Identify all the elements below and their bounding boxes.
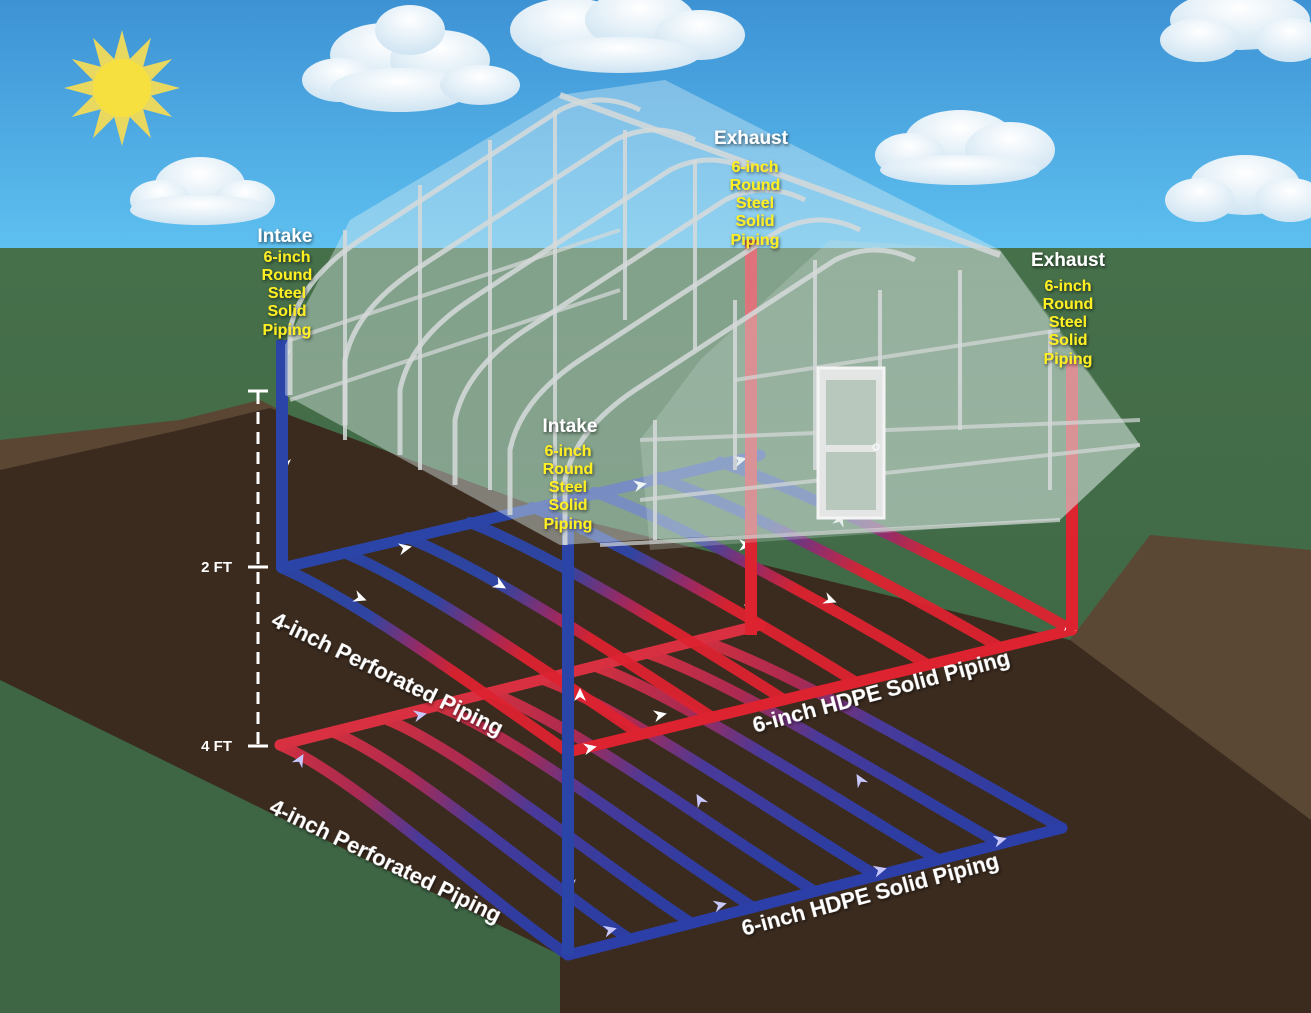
flow-arrow-icon xyxy=(602,925,617,938)
callout-line: Round xyxy=(1043,296,1094,313)
callout-line: Round xyxy=(543,461,594,478)
flow-arrow-icon xyxy=(291,753,304,769)
lower-pipe-layer xyxy=(274,619,1068,961)
flow-arrow-icon xyxy=(822,592,837,604)
perforated-pipe-run xyxy=(484,687,821,897)
greenhouse-rail xyxy=(599,518,1061,547)
perforated-pipe-run xyxy=(339,547,646,741)
cloud xyxy=(510,0,745,73)
perforated-pipe-run xyxy=(276,562,574,758)
callout-heading: Intake xyxy=(258,226,313,247)
cloud xyxy=(1165,155,1311,222)
cloud xyxy=(130,157,275,225)
greenhouse-arch xyxy=(397,157,752,455)
intake-riser-center xyxy=(562,525,574,955)
callout-line: Piping xyxy=(1044,351,1093,368)
cloud xyxy=(875,110,1055,185)
perforated-pipe-run xyxy=(274,739,574,961)
callout-exhaust-center: Exhaust 6-inch Round Steel Solid Piping xyxy=(714,128,789,249)
perforated-pipe-run xyxy=(589,660,944,866)
cloud xyxy=(302,5,520,112)
greenhouse-rail xyxy=(289,288,621,402)
callout-line: 6-inch xyxy=(1044,278,1091,295)
depth-tick-2ft: 2 FT xyxy=(201,559,232,576)
callout-line: Solid xyxy=(735,213,774,230)
callout-line: Steel xyxy=(1049,314,1087,331)
door-window-top xyxy=(826,380,876,445)
perforated-pipe-run xyxy=(401,532,718,723)
flow-arrow-icon xyxy=(712,900,727,913)
callout-line: Round xyxy=(262,267,313,284)
flow-arrow-icon xyxy=(491,576,507,589)
callout-intake-center: Intake 6-inch Round Steel Solid Piping xyxy=(543,416,598,533)
greenhouse-rail xyxy=(639,443,1141,502)
flow-arrow-icon xyxy=(412,710,427,723)
depth-scale: 2 FT 4 FT xyxy=(201,389,268,755)
callout-intake-left: Intake 6-inch Round Steel Solid Piping xyxy=(258,226,313,339)
callout-heading: Exhaust xyxy=(714,128,789,149)
flow-arrow-icon xyxy=(582,743,597,756)
sun-icon xyxy=(64,30,180,146)
flow-arrow-icon xyxy=(574,688,586,701)
flow-arrow-icon xyxy=(696,793,709,809)
greenhouse-arch xyxy=(452,187,807,485)
door-window-bottom xyxy=(826,452,876,510)
callout-line: Steel xyxy=(268,285,306,302)
flow-arrow-icon xyxy=(872,865,887,878)
greenhouse-rail xyxy=(289,228,621,342)
door-handle xyxy=(872,443,880,451)
header-pipe xyxy=(274,619,766,751)
perforated-pipe-run xyxy=(432,700,759,913)
perforated-pipe-run xyxy=(642,647,1006,850)
flow-arrow-icon xyxy=(352,590,367,602)
callout-heading: Intake xyxy=(543,416,598,437)
flow-arrow-icon xyxy=(992,835,1007,848)
greenhouse-arch xyxy=(562,247,917,545)
callout-line: 6-inch xyxy=(263,249,310,266)
perforated-pipe-run xyxy=(464,517,790,706)
greenhouse-rail xyxy=(734,328,1061,382)
callout-exhaust-right: Exhaust 6-inch Round Steel Solid Piping xyxy=(1031,250,1106,368)
greenhouse-end-wall xyxy=(640,240,1140,550)
callout-line: Solid xyxy=(1048,332,1087,349)
callout-line: Piping xyxy=(731,232,780,249)
flow-arrow-icon xyxy=(397,543,412,556)
grass-foreground xyxy=(0,680,560,1013)
callout-heading: Exhaust xyxy=(1031,250,1106,271)
greenhouse-rail xyxy=(639,418,1141,442)
greenhouse-arch xyxy=(287,97,642,395)
callout-line: Round xyxy=(730,177,781,194)
flow-arrow-icon xyxy=(652,710,667,723)
callout-line: Piping xyxy=(263,322,312,339)
callout-line: Steel xyxy=(549,479,587,496)
callout-line: Solid xyxy=(548,497,587,514)
sun-disc xyxy=(93,59,151,117)
depth-tick-4ft: 4 FT xyxy=(201,738,232,755)
flow-arrow-icon xyxy=(856,773,869,789)
greenhouse xyxy=(285,80,1141,550)
greenhouse-ridge xyxy=(558,92,1002,258)
callout-line: Piping xyxy=(544,516,593,533)
greenhouse-arch xyxy=(507,217,862,515)
intake-riser-left xyxy=(276,340,288,570)
perforated-pipe-run xyxy=(694,634,1068,834)
cloud xyxy=(1160,0,1311,62)
callout-line: Solid xyxy=(267,303,306,320)
callout-line: 6-inch xyxy=(544,443,591,460)
callout-line: Steel xyxy=(736,195,774,212)
header-pipe xyxy=(562,624,1078,758)
perforated-pipe-run xyxy=(327,726,636,945)
callout-line: 6-inch xyxy=(731,159,778,176)
perforated-pipe-run xyxy=(379,713,697,929)
